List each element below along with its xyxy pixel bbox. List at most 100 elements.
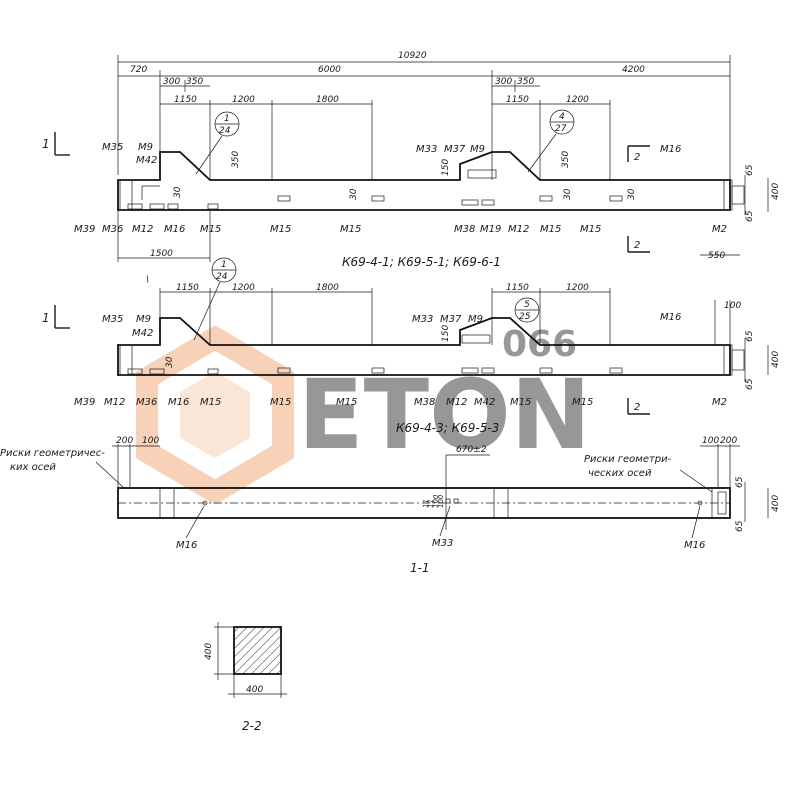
dim-400-bottom-2-2: 400: [246, 685, 263, 695]
svg-text:1: 1: [224, 114, 230, 124]
label-m42-v2: М42: [132, 328, 153, 339]
dim-1150-right-v2: 1150: [506, 283, 529, 293]
dim-30-a: 30: [173, 186, 183, 198]
dim-65-bot-3: 65: [735, 520, 745, 532]
embedded-plates-2: [127, 334, 623, 375]
embedded-plates-1: [127, 169, 623, 210]
dim-200-left-v3: 200: [116, 436, 133, 446]
view-3-section-1-1: 200 100 100 200 670±2 11 11 100 100 65 4…: [0, 436, 781, 575]
beam-outline-1: [117, 151, 731, 211]
dim-1200-right-v2: 1200: [566, 283, 589, 293]
section-2-2-title: 2-2: [242, 719, 262, 733]
label-m42: М42: [136, 155, 157, 166]
label-m15-3: М15: [340, 224, 361, 235]
label-m42-2-v2: М42: [474, 397, 495, 408]
label-m9-v2: М9: [136, 314, 151, 325]
label-m35: М35: [102, 142, 123, 153]
label-m12-v2: М12: [104, 397, 125, 408]
svg-text:24: 24: [219, 126, 231, 136]
label-m16-left-v3: М16: [176, 540, 197, 551]
label-m12-2: М12: [508, 224, 529, 235]
dim-100-left-v3: 100: [142, 436, 159, 446]
svg-text:2: 2: [634, 152, 640, 163]
dim-4200: 4200: [622, 65, 645, 75]
dim-150-vert-v2: 150: [441, 325, 451, 342]
dim-1800-v2: 1800: [316, 283, 339, 293]
svg-text:24: 24: [216, 272, 228, 282]
dim-30-b: 30: [349, 188, 359, 200]
svg-text:ческих осей: ческих осей: [588, 468, 652, 479]
beam-outline-2: [117, 317, 731, 376]
dim-1800: 1800: [316, 95, 339, 105]
section-mark-2-bottom-view1: 2: [627, 236, 650, 253]
dim-400-1: 400: [771, 183, 781, 200]
label-m9-2: М9: [470, 144, 485, 155]
label-m35-v2: М35: [102, 314, 123, 325]
label-m15-3-v2: М15: [336, 397, 357, 408]
label-m38: М38: [454, 224, 475, 235]
svg-text:Риски геометричес-: Риски геометричес-: [0, 448, 105, 459]
watermark: ETON 066: [136, 324, 591, 505]
callout-4-27-view1: 4 27: [527, 109, 575, 173]
dim-1150-right: 1150: [506, 95, 529, 105]
dim-1200-left-v2: 1200: [232, 283, 255, 293]
callout-1-24-view1: 1 24: [195, 111, 240, 175]
svg-text:4: 4: [559, 112, 565, 122]
view2-title: К69-4-3; К69-5-3: [396, 421, 499, 435]
view-1-beam-elevation: 10920 720 6000 4200 300 350 1150 1200 18…: [42, 51, 781, 269]
label-m15-5-v2: М15: [572, 397, 593, 408]
dim-670: 670±2: [456, 445, 487, 455]
section-2-2: 400 400 2-2: [204, 622, 287, 733]
svg-text:1: 1: [42, 137, 50, 151]
dim-550: 550: [708, 251, 725, 261]
dim-6000: 6000: [318, 65, 341, 75]
dim-200-right-v3: 200: [720, 436, 737, 446]
label-m37-v2: М37: [440, 314, 462, 325]
dim-1200-right: 1200: [566, 95, 589, 105]
section-mark-2-top-view1: 2: [627, 145, 650, 163]
label-m15-1: М15: [200, 224, 221, 235]
label-m39-v2: М39: [74, 397, 95, 408]
view3-title: 1-1: [410, 561, 430, 575]
label-m36-v2: М36: [136, 397, 157, 408]
view-2-beam-elevation: 1150 1200 1800 1150 1200 100 150 30 65 4…: [42, 257, 781, 435]
dim-350-vert-2: 350: [561, 151, 571, 168]
callout-1-24-view2: 1 24: [193, 257, 237, 341]
label-m15-2: М15: [270, 224, 291, 235]
section-mark-1-1-view2: 1: [42, 305, 70, 329]
view2-labels: М35 М9 М42 М33 М37 М9 М16 М39 М12 М36 М1…: [74, 312, 727, 408]
svg-text:2: 2: [634, 240, 640, 251]
svg-text:100: 100: [432, 494, 440, 508]
stray-mark: \: [146, 275, 149, 285]
watermark-text: ETON: [298, 359, 591, 471]
dim-65-top-1: 65: [745, 164, 755, 176]
label-m37: М37: [444, 144, 466, 155]
dim-100-v2: 100: [724, 301, 741, 311]
label-m39: М39: [74, 224, 95, 235]
callout-5-25-view2: 5 25: [514, 297, 540, 323]
label-m2-v2: М2: [712, 397, 727, 408]
svg-text:1: 1: [42, 311, 50, 325]
dim-150-vert: 150: [441, 159, 451, 176]
geometric-axis-note-right: Риски геометри- ческих осей: [584, 454, 672, 479]
dim-30-v2: 30: [165, 356, 175, 368]
view1-title: К69-4-1; К69-5-1; К69-6-1: [342, 255, 501, 269]
label-m15-1-v2: М15: [200, 397, 221, 408]
label-m9: М9: [138, 142, 153, 153]
dim-300-left: 300: [163, 77, 180, 87]
watermark-hexagon-logo: [136, 325, 294, 505]
label-m38-v2: М38: [414, 397, 435, 408]
label-m36: М36: [102, 224, 123, 235]
view1-labels: М35 М9 М42 М33 М37 М9 М16 М39 М36 М12 М1…: [74, 142, 727, 235]
dim-65-bot-2: 65: [745, 378, 755, 390]
label-m16-right: М16: [660, 144, 681, 155]
dim-300-right: 300: [495, 77, 512, 87]
dim-1200-left: 1200: [232, 95, 255, 105]
label-m2: М2: [712, 224, 727, 235]
label-m12-2-v2: М12: [446, 397, 467, 408]
dim-400-2: 400: [771, 351, 781, 368]
dims-small-v3: 11 11 100 100: [422, 494, 445, 508]
label-m16: М16: [164, 224, 185, 235]
dim-350-left: 350: [186, 77, 203, 87]
